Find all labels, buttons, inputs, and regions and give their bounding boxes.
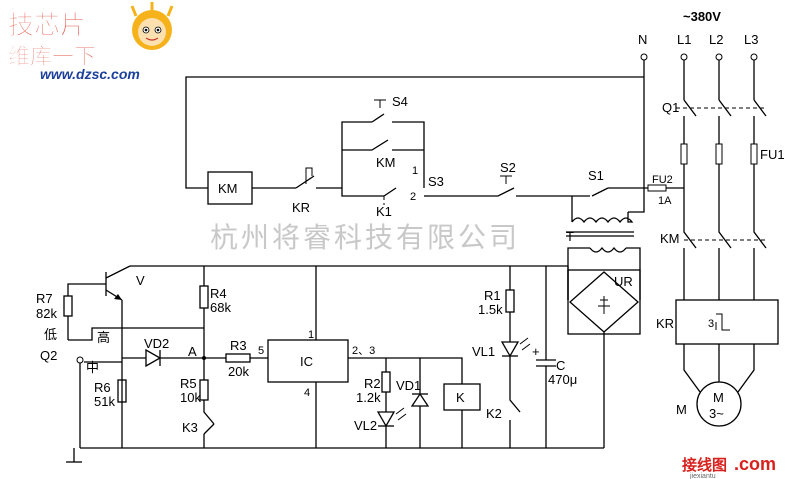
- r6-value: 51k: [94, 394, 115, 409]
- s4-label: S4: [392, 94, 408, 109]
- vl2-label: VL2: [354, 418, 377, 433]
- s3-label: S3: [428, 174, 444, 189]
- resistor-r3: [225, 353, 251, 363]
- kr-box-label: KR: [656, 316, 674, 331]
- pin5-label: 5: [258, 345, 264, 357]
- mid-label: 中: [86, 360, 99, 375]
- km-main-label: KM: [660, 231, 680, 246]
- resistor-r4: [199, 285, 209, 309]
- mascot-icon: [130, 2, 174, 50]
- jiexiantu-logo[interactable]: 接线图 .com jiexiantu: [682, 454, 776, 479]
- s3-pos2-label: 2: [410, 191, 416, 203]
- cap-value: 470μ: [548, 372, 577, 387]
- control-loop: KM KR S4 KM 1 2 S3 K1 S2: [207, 94, 641, 448]
- supply-l1-label: L1: [677, 32, 691, 47]
- t-label: T: [566, 229, 574, 244]
- company-watermark: 杭州将睿科技有限公司: [210, 221, 520, 254]
- r5-value: 10k: [180, 390, 201, 405]
- relay-k-label: K: [456, 390, 465, 405]
- sensor-section: V R7 82k 低 高 Q2 中 R6 51k VD2 A R4 68k: [36, 265, 604, 463]
- r2-value: 1.2k: [356, 390, 381, 405]
- q1-label: Q1: [662, 100, 679, 115]
- control-wiring: Q1 FU1 FU2 1A S1 KM KR 3 M 3~: [185, 60, 785, 427]
- cap-label: C: [556, 358, 565, 373]
- ic-label: IC: [300, 354, 313, 369]
- r2-label: R2: [364, 376, 381, 391]
- supply-l3-label: L3: [744, 32, 758, 47]
- low-label: 低: [44, 327, 57, 342]
- kr-contact-label: KR: [292, 200, 310, 215]
- q2-label: Q2: [40, 348, 57, 363]
- ic-chip: [267, 339, 349, 383]
- km-aux-label: KM: [376, 155, 396, 170]
- pin4-label: 4: [304, 387, 310, 399]
- pin1-label: 1: [308, 329, 314, 341]
- k1-label: K1: [376, 204, 392, 219]
- r4-value: 68k: [210, 300, 231, 315]
- r1-value: 1.5k: [478, 302, 503, 317]
- fu2-label: FU2: [652, 174, 673, 186]
- r1-label: R1: [484, 288, 501, 303]
- s1-label: S1: [588, 168, 604, 183]
- fu1-label: FU1: [760, 147, 785, 162]
- ur-label: UR: [614, 274, 633, 289]
- q2-contact: [76, 356, 84, 364]
- dzsc-logo[interactable]: 技芯片 维库一下 www.dzsc.com: [8, 2, 174, 82]
- footer-logo-pinyin: jiexiantu: [689, 473, 716, 479]
- r4-label: R4: [210, 286, 227, 301]
- s3-pos1-label: 1: [412, 165, 418, 177]
- fu2-value: 1A: [658, 195, 672, 207]
- node-a-label: A: [188, 344, 197, 359]
- vd2-label: VD2: [144, 336, 169, 351]
- fuse-fu1-l1: [680, 143, 688, 165]
- pin23-label: 2、3: [352, 345, 375, 357]
- vl1-label: VL1: [472, 344, 495, 359]
- s2-label: S2: [500, 160, 516, 175]
- k2-label: K2: [486, 406, 502, 421]
- r3-label: R3: [230, 338, 247, 353]
- motor-m: [696, 381, 742, 427]
- k3-label: K3: [182, 420, 198, 435]
- r7-value: 82k: [36, 306, 57, 321]
- footer-logo-cn: 接线图: [682, 456, 727, 474]
- logo-brand-cn: 维库一下: [8, 44, 96, 70]
- resistor-r6: [117, 379, 127, 403]
- cap-plus-label: +: [532, 344, 540, 359]
- logo-url: www.dzsc.com: [40, 66, 140, 82]
- resistor-r5: [199, 379, 209, 401]
- motor-phase-label: 3~: [709, 406, 724, 421]
- transformer-secondary: [589, 246, 627, 253]
- r6-label: R6: [94, 380, 111, 395]
- r7-label: R7: [36, 291, 53, 306]
- supply-l2-label: L2: [709, 32, 723, 47]
- supply-n-label: N: [638, 32, 647, 47]
- terminal-l3: [750, 53, 758, 61]
- r3-value: 20k: [228, 364, 249, 379]
- km-coil-label: KM: [218, 181, 238, 196]
- r5-label: R5: [180, 376, 197, 391]
- supply-voltage: ~380V: [683, 9, 721, 24]
- power-supply-section: ~380V N L1 L2 L3: [638, 9, 758, 61]
- resistor-r7: [63, 295, 73, 317]
- high-label: 高: [97, 330, 110, 345]
- logo-brand-top: 技芯片: [8, 11, 86, 41]
- terminal-n: [640, 53, 648, 61]
- resistor-r1: [505, 289, 515, 313]
- fuse-fu1-l2: [715, 143, 723, 165]
- thermal-relay-kr: [675, 299, 779, 345]
- kr-inner-label: 3: [708, 318, 714, 330]
- motor-left-label: M: [676, 402, 687, 417]
- motor-m-label: M: [713, 390, 724, 405]
- transformer-primary: [571, 212, 634, 224]
- terminal-l2: [715, 53, 723, 61]
- v-label: V: [136, 273, 145, 288]
- resistor-r2: [381, 371, 391, 393]
- vd1-label: VD1: [396, 378, 421, 393]
- fuse-fu1-l3: [750, 143, 758, 165]
- terminal-l1: [680, 53, 688, 61]
- footer-logo-dotcom: .com: [734, 454, 776, 474]
